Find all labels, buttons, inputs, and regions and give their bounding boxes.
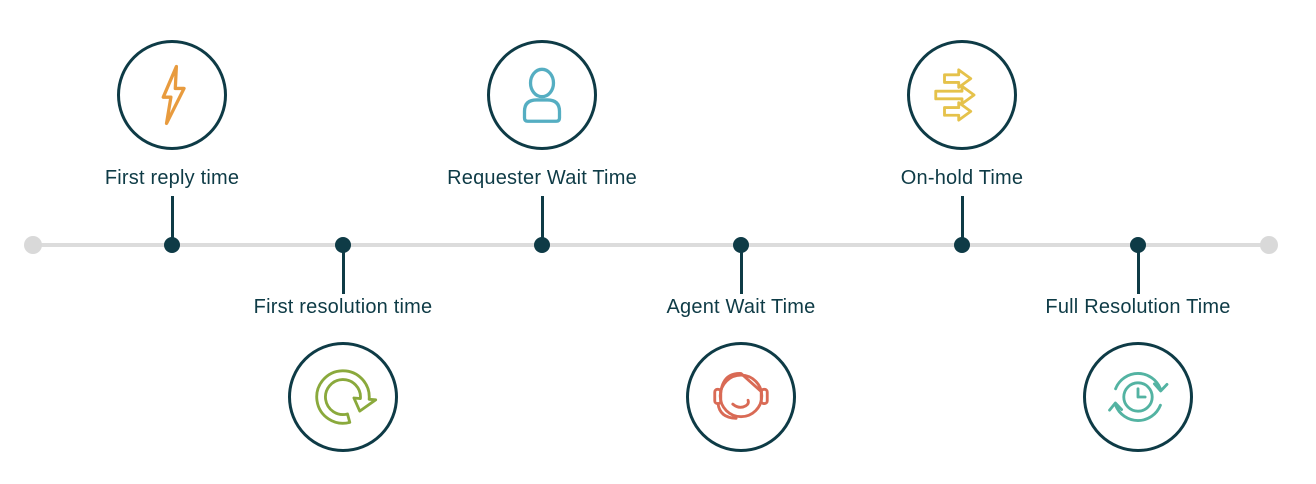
timeline-line [33, 243, 1269, 247]
milestone-label-first-resolution-time: First resolution time [253, 296, 433, 318]
horizontal-arrows-icon [907, 40, 1017, 150]
agent-headset-icon [686, 342, 796, 452]
milestone-dot [733, 237, 749, 253]
milestone-dot [335, 237, 351, 253]
milestone-dot [1130, 237, 1146, 253]
milestone-stem [739, 245, 743, 294]
person-icon [487, 40, 597, 150]
milestone-label-full-resolution-time: Full Resolution Time [1045, 296, 1231, 318]
timeline-endpoint-left [24, 236, 42, 254]
milestone-label-on-hold-time: On-hold Time [900, 167, 1024, 189]
milestone-label-first-reply-time: First reply time [104, 167, 240, 189]
milestone-stem [170, 196, 174, 245]
milestone-label-requester-wait-time: Requester Wait Time [447, 167, 637, 189]
lightning-bolt-icon [117, 40, 227, 150]
milestone-stem [1136, 245, 1140, 294]
refresh-arrow-icon [288, 342, 398, 452]
milestone-dot [164, 237, 180, 253]
milestone-stem [960, 196, 964, 245]
timeline-endpoint-right [1260, 236, 1278, 254]
milestone-stem [341, 245, 345, 294]
milestone-label-agent-wait-time: Agent Wait Time [666, 296, 816, 318]
clock-cycle-icon [1083, 342, 1193, 452]
milestone-dot [534, 237, 550, 253]
milestone-dot [954, 237, 970, 253]
milestone-stem [540, 196, 544, 245]
